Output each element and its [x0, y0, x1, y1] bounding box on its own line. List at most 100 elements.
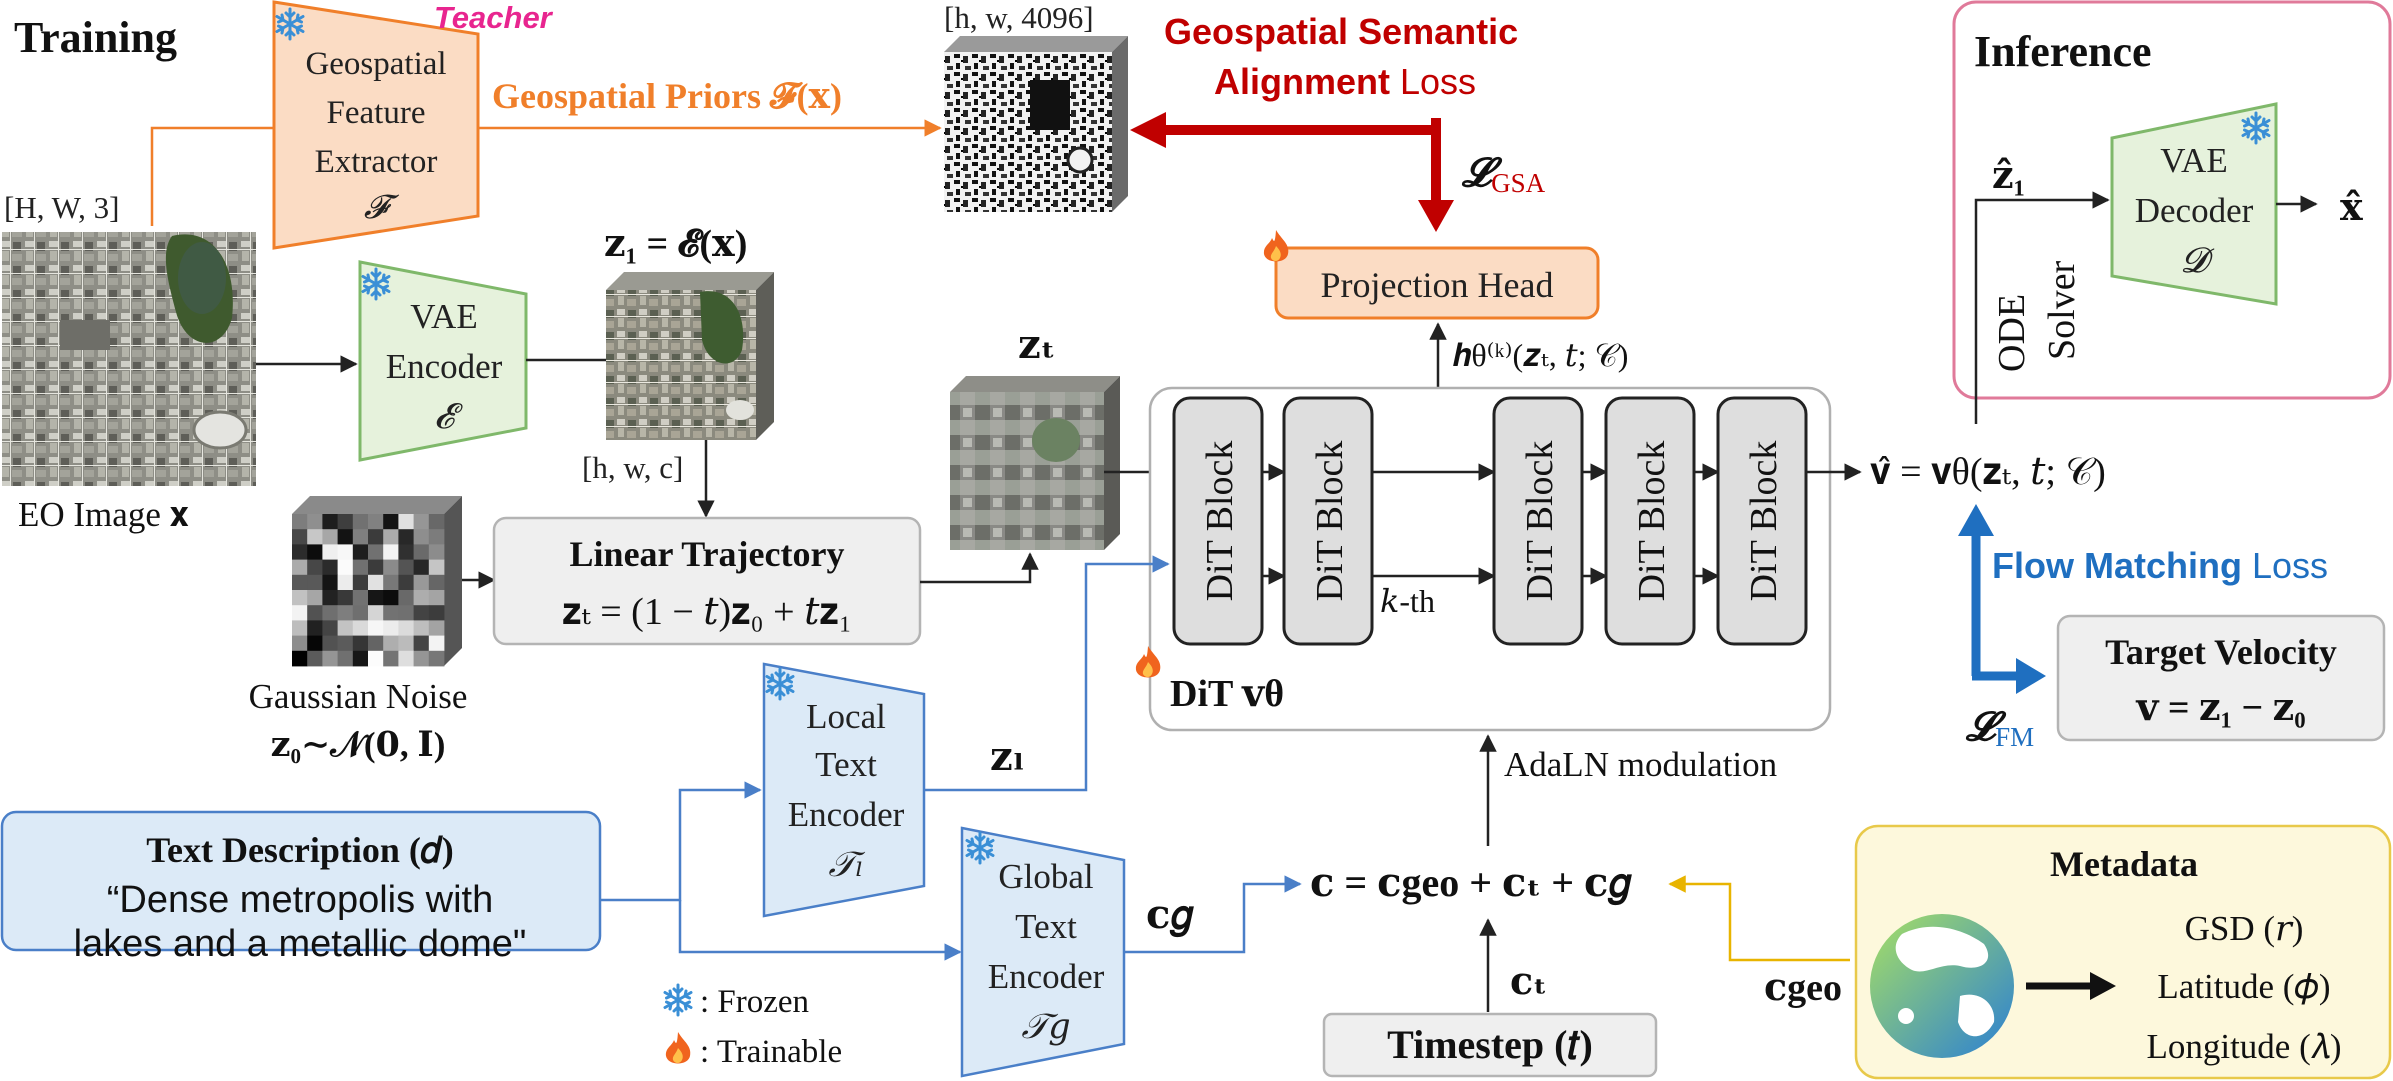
noise-cell [292, 605, 308, 621]
dit-block-2-label: DiT Block [1309, 441, 1351, 602]
noise-cell [383, 635, 399, 652]
noise-cell [337, 574, 354, 591]
fm-right-arrowhead [2016, 658, 2046, 694]
vae-enc-line2: Encoder [386, 347, 503, 386]
noise-cell [292, 590, 308, 606]
noise-cell [322, 559, 338, 576]
noise-cell [428, 514, 445, 530]
noise-cell [428, 529, 445, 545]
linear-trajectory-eq: 𝐳ₜ = (1 − 𝑡)𝐳₀ + 𝑡𝐳₁ [562, 591, 852, 633]
ode-line [1974, 191, 2110, 424]
noise-cell [322, 650, 338, 667]
noise-cell [383, 544, 399, 560]
noise-cell [413, 605, 430, 621]
extractor-line2: Feature [327, 95, 426, 131]
text-desc-title: Text Description (𝑑) [146, 830, 453, 870]
noise-cell [292, 650, 308, 667]
text-description-box [0, 810, 602, 952]
noise-cell [337, 605, 354, 621]
noise-cell [352, 635, 369, 652]
zt-label: 𝐳ₜ [1018, 322, 1056, 367]
fm-loss-word: Loss [2242, 545, 2328, 586]
noise-cell [398, 559, 414, 576]
gsa-loss-word: Loss [1390, 61, 1476, 102]
ode-line1: ODE [1991, 294, 2033, 372]
dit-block-5-label: DiT Block [1743, 441, 1785, 602]
noise-cell [398, 529, 414, 545]
noise-cell [307, 620, 323, 636]
noise-cell [307, 605, 323, 621]
text-to-global-line [678, 900, 962, 961]
globe-icon [1870, 914, 2014, 1058]
noise-cell [413, 590, 430, 606]
noise-cell [337, 635, 354, 652]
gte-symbol: 𝒯𝑔 [1021, 1007, 1070, 1046]
legend-frozen: : Frozen [700, 984, 809, 1020]
gsa-left-arrowhead [1130, 112, 1166, 148]
eo-dims-label: [H, W, 3] [4, 190, 119, 225]
noise-cell [368, 605, 384, 621]
noise-cell [383, 650, 399, 667]
noise-cell [428, 605, 445, 621]
eo-image-label: EO Image 𝐱 [18, 495, 189, 534]
cgeo-line [1668, 875, 1850, 962]
noise-cell [428, 590, 445, 606]
latent-dims-label: [h, w, c] [582, 450, 683, 485]
noise-cell [383, 620, 399, 636]
noise-cell [352, 620, 369, 636]
vae-dec-line2: Decoder [2135, 191, 2254, 230]
noise-cell [322, 514, 338, 530]
l-gsa-label: 𝓛GSA [1461, 150, 1546, 198]
vae-decoder-box [2110, 102, 2278, 306]
z1-latent-cube [606, 272, 774, 440]
linear-trajectory-title: Linear Trajectory [570, 534, 845, 574]
snowflake-icon [663, 983, 693, 1017]
noise-cell [307, 559, 323, 576]
noise-label-line1: Gaussian Noise [249, 677, 468, 716]
flame-icon [665, 1032, 691, 1064]
noise-cell [398, 650, 414, 667]
ode-line2: Solver [2041, 260, 2083, 360]
noise-cell [398, 590, 414, 606]
noise-cell [383, 559, 399, 576]
v-hat-label: 𝐯̂ = 𝐯θ(𝐳ₜ, 𝑡; 𝒞) [1870, 451, 2106, 493]
projection-head-box [1274, 246, 1600, 320]
noise-cell [413, 514, 430, 530]
projection-head-label: Projection Head [1321, 265, 1554, 305]
noise-cell [307, 635, 323, 652]
c-equation: 𝐜 = 𝐜geo + 𝐜ₜ + 𝐜𝑔 [1310, 860, 1632, 906]
noise-cube [292, 496, 462, 667]
fm-loss-label: Flow Matching Loss [1992, 545, 2328, 586]
target-velocity-title: Target Velocity [2105, 632, 2337, 672]
gsa-title-line2: Alignment Loss [1214, 61, 1476, 102]
text-to-local-line [600, 781, 762, 902]
target-velocity-box [2056, 614, 2386, 742]
dit-block-2: DiT Block [1282, 396, 1374, 646]
noise-cell [413, 529, 430, 545]
z1-hat-label: 𝐳̂₁ [1992, 155, 2025, 197]
noise-cell [428, 559, 445, 576]
dit-block-3-label: DiT Block [1519, 441, 1561, 602]
l-fm-sub: FM [1995, 722, 2034, 752]
longitude-label: Longitude (𝜆) [2146, 1027, 2341, 1066]
noise-cell [307, 529, 323, 545]
noise-cell [368, 620, 384, 636]
globe-arrowhead [2090, 972, 2116, 1000]
noise-cell [307, 590, 323, 606]
gsa-down-arrowhead [1418, 200, 1454, 232]
noise-cell [307, 514, 323, 530]
fm-up-arrowhead [1958, 504, 1994, 536]
lte-line2: Text [815, 745, 877, 784]
legend-trainable: : Trainable [700, 1034, 842, 1070]
noise-cell [352, 544, 369, 560]
gsa-alignment-word: Alignment [1214, 61, 1390, 102]
z1-equation: 𝐳₁ = 𝓔(𝐱) [604, 223, 747, 265]
cgeo-label: 𝐜geo [1764, 967, 1842, 1009]
noise-cell [368, 514, 384, 530]
vae-encoder-box [358, 260, 528, 462]
dit-block-4: DiT Block [1604, 396, 1696, 646]
extractor-line3: Extractor [315, 144, 438, 180]
gsd-label: GSD (𝑟) [2185, 909, 2304, 948]
noise-cell [368, 635, 384, 652]
noise-cell [352, 574, 369, 591]
